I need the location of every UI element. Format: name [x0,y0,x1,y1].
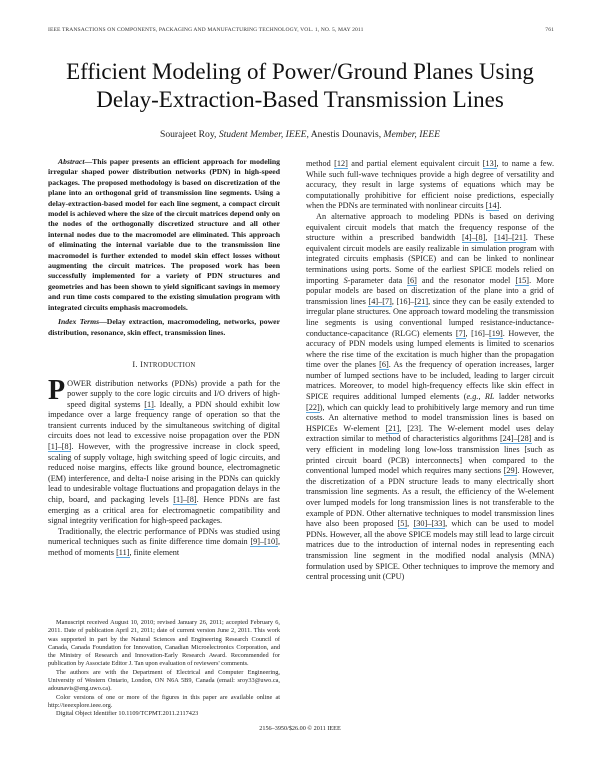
intro-paragraph-3: An alternative approach to modeling PDNs… [306,212,554,583]
index-terms-dash: — [99,317,107,327]
intro-paragraph-2-continued: method [12] and partial element equivale… [306,159,554,212]
author-1-name: Sourajeet Roy, [160,129,217,140]
section-numeral: I. I [132,359,144,369]
paragraph-text: ), which can quickly lead to prohibitive… [306,402,554,433]
title-line-2: Delay-Extraction-Based Transmission Line… [96,87,504,112]
index-terms-label: Index Terms [58,317,100,327]
left-column: Abstract—This paper presents an efficien… [48,157,280,559]
paragraph-text: method [306,159,335,168]
author-1-role: Student Member, IEEE, [218,129,309,140]
page-number: 761 [545,27,554,33]
footnote-doi: Digital Object Identifier 10.1109/TCPMT.… [56,710,199,718]
citation-link[interactable]: [13] [482,159,497,169]
paper-title: Efficient Modeling of Power/Ground Plane… [0,58,600,114]
citation-link[interactable]: [29] [503,466,518,477]
paragraph-text: and the resonator model [416,275,516,285]
paragraph-text: . Hence PDNs are fast emerging as a crit… [48,495,280,526]
right-column: method [12] and partial element equivale… [306,159,554,583]
citation-link[interactable]: [7] [455,328,466,339]
paragraph-text: . However, the discretization of a PDN s… [306,466,554,529]
paragraph-text: , [23]. The W-element model uses delay e… [306,423,554,444]
drop-cap: P [48,374,66,406]
italic-eg: e.g. [466,392,479,402]
title-line-1: Efficient Modeling of Power/Ground Plane… [66,59,534,84]
citation-link[interactable]: [1] [144,399,154,410]
paragraph-text: Traditionally, the electric performance … [48,526,280,547]
paragraph-text: . These equivalent circuit models are ea… [306,233,555,285]
paragraph-text: , since they can be easily extended to i… [306,296,555,338]
citation-link[interactable]: [1] [48,442,58,453]
citation-link[interactable]: [21] [414,296,429,307]
author-2-role: Member, IEEE [383,129,440,140]
paragraph-text: and is very efficient in modeling long l… [306,434,554,476]
paragraph-text: . [499,201,502,211]
citation-link[interactable]: [14] [485,201,500,212]
journal-name: IEEE TRANSACTIONS ON COMPONENTS, PACKAGI… [48,27,364,33]
paragraph-text: . Ideally, a PDN should exhibit low impe… [48,399,281,441]
paragraph-text: . However, the accuracy of PDN models us… [306,328,554,370]
paragraph-text: . As the frequency of operation increase… [306,360,554,402]
section-title: NTRODUCTION [143,361,196,369]
citation-link[interactable]: [15] [515,275,530,286]
paragraph-text: -parameter data [347,275,408,285]
citation-link[interactable]: [9]–[10] [250,537,278,548]
citation-link[interactable]: [12] [334,159,348,169]
footnote-authors: The authors are with the Department of E… [48,668,280,693]
citation-link[interactable]: –[8] [57,442,72,453]
paragraph-text: . However, with the progressive increase… [48,442,280,505]
paragraph-text: . More popular models are based on discr… [306,275,555,306]
italic-rl: RL [484,392,495,402]
paragraph-text: , [16]– [391,296,415,306]
running-header: IEEE TRANSACTIONS ON COMPONENTS, PACKAGI… [48,27,554,33]
paragraph-text: An alternative approach to modeling PDNs… [306,211,554,243]
paragraph-text: , [478,392,485,402]
paragraph-text: OWER distribution networks (PDNs) provid… [67,378,280,409]
index-terms-text: Delay extraction, macromodeling, network… [48,317,280,337]
citation-link[interactable]: [21] [385,423,400,434]
author-line: Sourajeet Roy, Student Member, IEEE, Ane… [0,129,600,140]
citation-link[interactable]: [22] [306,402,320,413]
citation-link[interactable]: [30]–[33] [413,519,446,530]
paragraph-text: , to name a few. While such full-wave te… [306,159,555,211]
footnote-color: Color versions of one or more of the fig… [48,693,280,709]
citation-link[interactable]: [24]–[28] [499,434,532,445]
footnote-manuscript: Manuscript received August 10, 2010; rev… [48,619,280,668]
paragraph-text: and partial element equivalent circuit [347,159,483,168]
paragraph-text: , which can be used to model PDNs. Howev… [306,519,554,582]
paragraph-text: , method of moments [48,537,280,557]
paragraph-text: , finite element [129,548,180,557]
section-heading-introduction: I. INTRODUCTION [48,360,280,372]
abstract: Abstract—This paper presents an efficien… [48,157,280,313]
paragraph-text: , [16]– [465,328,490,338]
index-terms: Index Terms—Delay extraction, macromodel… [48,317,280,338]
citation-link[interactable]: [1]–[8] [173,495,197,506]
citation-link[interactable]: [5] [397,519,408,530]
citation-link[interactable]: [11] [116,548,130,558]
paragraph-text: , [407,519,414,529]
intro-paragraph-2: Traditionally, the electric performance … [48,527,280,559]
citation-link[interactable]: [6] [407,275,417,286]
citation-link[interactable]: [14]–[21] [494,233,526,244]
paragraph-text: , [485,233,495,243]
paragraph-text: ladder networks [494,392,555,402]
author-2-name: Anestis Dounavis, [310,129,382,140]
citation-link[interactable]: [19] [489,328,503,339]
abstract-dash: — [84,157,93,166]
citation-link[interactable]: [4]–[7] [368,296,392,307]
citation-link[interactable]: [4]–[8] [462,233,486,244]
citation-link[interactable]: [6] [379,360,389,371]
footnotes: Manuscript received August 10, 2010; rev… [48,619,280,719]
abstract-label: Abstract [58,157,85,166]
abstract-text: This paper presents an efficient approac… [48,157,280,312]
italic-symbol: S [343,275,348,285]
copyright-notice: 2156–3950/$26.00 © 2011 IEEE [259,725,341,732]
